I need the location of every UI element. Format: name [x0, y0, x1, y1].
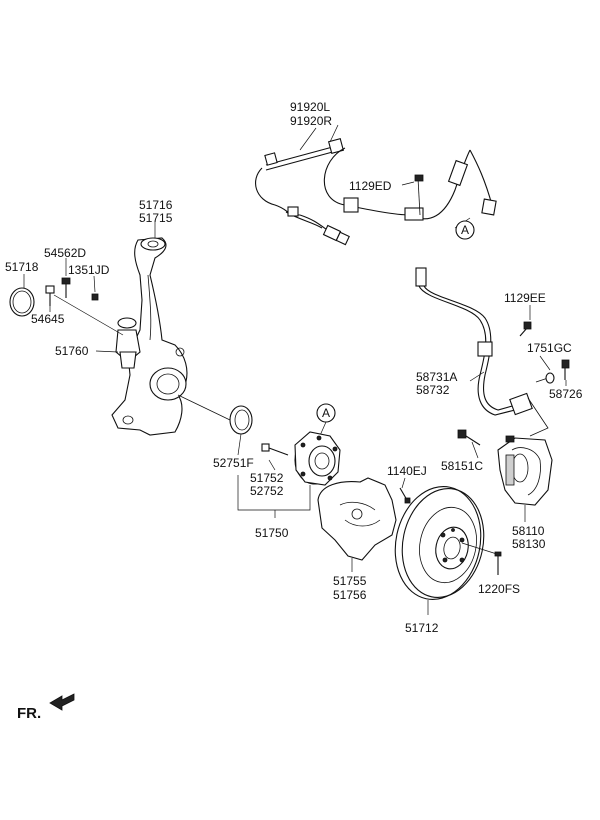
bolt-54562D — [61, 258, 71, 298]
part-labels: 91920L 91920R 1129ED 51716 51715 54562D … — [5, 100, 583, 635]
label-51752: 51752 — [250, 471, 284, 485]
bolt-58151C — [457, 429, 481, 459]
label-51718: 51718 — [5, 260, 39, 274]
bracket-51750 — [237, 475, 311, 511]
label-51715: 51715 — [139, 211, 173, 225]
label-51712: 51712 — [405, 621, 439, 635]
label-1220FS: 1220FS — [478, 582, 520, 596]
label-58110: 58110 — [512, 524, 545, 538]
marker-a-hub: A — [316, 403, 336, 441]
label-54562D: 54562D — [44, 246, 86, 260]
dust-shield — [317, 477, 397, 572]
label-91920R: 91920R — [290, 114, 332, 128]
bolt-1140EJ — [399, 477, 411, 504]
label-1129EE: 1129EE — [504, 291, 546, 305]
label-1351JD: 1351JD — [68, 263, 110, 277]
label-58732: 58732 — [416, 383, 450, 397]
label-1751GC: 1751GC — [527, 341, 572, 355]
wheel-speed-sensor-cable — [255, 124, 497, 246]
front-direction-indicator: FR. — [17, 693, 75, 722]
front-direction-label: FR. — [17, 705, 41, 722]
brake-hose — [415, 267, 555, 437]
nut-1351JD — [91, 275, 99, 301]
label-51760: 51760 — [55, 344, 89, 358]
marker-a-top: A — [455, 220, 475, 240]
front-arrow-icon — [49, 693, 75, 711]
ball-joint — [95, 317, 141, 369]
label-51716: 51716 — [139, 198, 173, 212]
bolt-1129EE — [519, 305, 532, 337]
label-1140EJ: 1140EJ — [387, 464, 427, 478]
marker-a-hub-label: A — [322, 406, 330, 420]
label-58726: 58726 — [549, 387, 583, 401]
label-54645: 54645 — [31, 312, 65, 326]
brake-disc — [394, 486, 501, 615]
label-52752: 52752 — [250, 484, 284, 498]
wheel-hub — [294, 431, 341, 486]
label-58731A: 58731A — [416, 370, 457, 384]
screw-1220FS — [494, 551, 502, 575]
label-1129ED: 1129ED — [349, 179, 392, 193]
snap-ring — [9, 274, 35, 317]
dust-cover-ring — [229, 405, 253, 456]
hub-bolt — [261, 443, 289, 471]
bolt-54645 — [45, 285, 124, 336]
label-91920L: 91920L — [290, 100, 330, 114]
label-58151C: 58151C — [441, 459, 483, 473]
clip-1751GC — [539, 355, 551, 371]
brake-caliper — [497, 435, 553, 522]
label-52751F: 52751F — [213, 456, 254, 470]
marker-a-top-label: A — [461, 223, 469, 237]
steering-knuckle — [111, 222, 188, 436]
label-58130: 58130 — [512, 537, 546, 551]
label-51750: 51750 — [255, 526, 289, 540]
label-51755: 51755 — [333, 574, 367, 588]
bolt-58726 — [561, 359, 570, 386]
label-51756: 51756 — [333, 588, 367, 602]
